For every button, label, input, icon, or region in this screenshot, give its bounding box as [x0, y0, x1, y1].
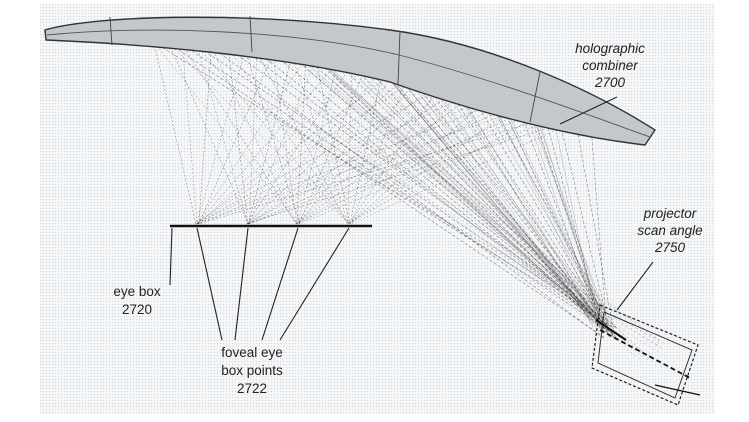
- holographic-combiner: [44, 15, 656, 146]
- svg-text:eye box: eye box: [113, 284, 161, 299]
- svg-text:2720: 2720: [122, 302, 152, 317]
- svg-text:2750: 2750: [654, 240, 686, 255]
- projector: [591, 304, 701, 406]
- svg-text:2700: 2700: [594, 75, 626, 90]
- label-projector: projector scan angle 2750: [637, 206, 702, 255]
- label-foveal-points: foveal eye box points 2722: [221, 345, 283, 396]
- svg-text:foveal eye: foveal eye: [221, 345, 283, 360]
- svg-text:box points: box points: [221, 363, 283, 378]
- svg-text:combiner: combiner: [582, 58, 638, 73]
- label-combiner: holographic combiner 2700: [575, 41, 645, 90]
- leader-lines: [169, 96, 654, 341]
- svg-text:2722: 2722: [237, 381, 267, 396]
- label-eye-box: eye box 2720: [113, 284, 161, 317]
- ray-bundle: [153, 42, 665, 368]
- svg-text:scan angle: scan angle: [637, 223, 702, 238]
- svg-text:holographic: holographic: [575, 41, 645, 56]
- svg-text:projector: projector: [643, 206, 697, 221]
